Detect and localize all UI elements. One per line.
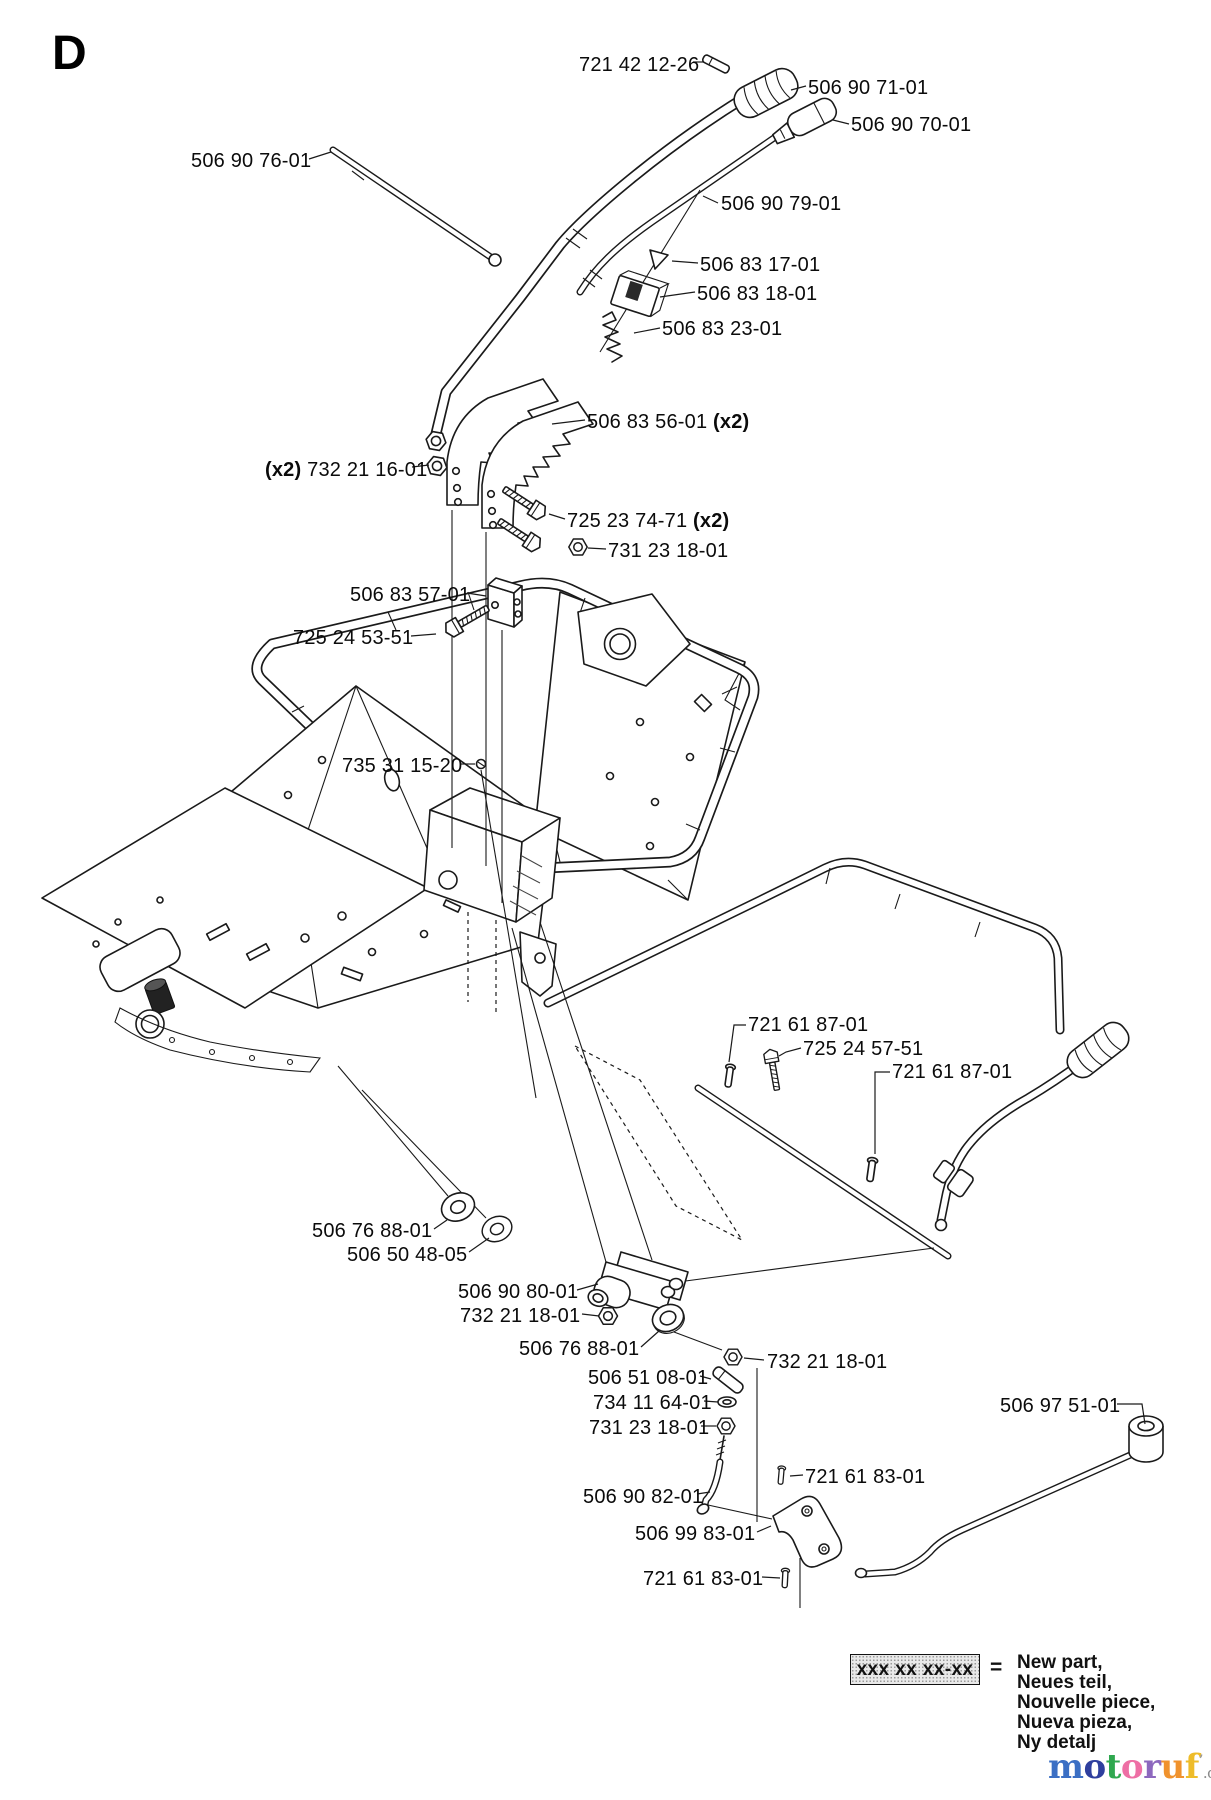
- part-label: 725 23 74-71 (x2): [567, 510, 730, 532]
- part-label: 506 76 88-01: [312, 1220, 433, 1242]
- part-label: 732 21 18-01: [460, 1305, 581, 1327]
- linkage-parts-drawing: [337, 921, 935, 1608]
- part-label: 734 11 64-01: [593, 1392, 712, 1414]
- part-label: 506 90 80-01: [458, 1281, 579, 1303]
- part-label: 731 23 18-01: [589, 1417, 710, 1439]
- part-label: 506 76 88-01: [519, 1338, 640, 1360]
- part-label: 506 99 83-01: [635, 1523, 756, 1545]
- handle-tubes-drawing: [329, 54, 838, 448]
- part-label: 721 61 83-01: [805, 1466, 926, 1488]
- part-label: 506 83 23-01: [662, 318, 783, 340]
- chassis-frame-drawing: [41, 577, 1065, 1073]
- part-label: 721 61 83-01: [643, 1568, 764, 1590]
- part-label: 735 31 15-20: [342, 755, 463, 777]
- part-label: 721 61 87-01: [748, 1014, 869, 1036]
- part-label: 721 61 87-01: [892, 1061, 1013, 1083]
- part-label: 731 23 18-01: [608, 540, 729, 562]
- legend-line: New part,: [1017, 1652, 1103, 1673]
- part-label: 506 90 71-01: [808, 77, 929, 99]
- part-label: 506 90 70-01: [851, 114, 972, 136]
- part-label: 506 83 17-01: [700, 254, 821, 276]
- part-label: 506 97 51-01: [1000, 1395, 1121, 1417]
- legend-line: Nueva pieza,: [1017, 1712, 1133, 1733]
- part-number-pattern: xxx xx xx-xx: [856, 1658, 974, 1680]
- legend-line: Ny detalj: [1017, 1732, 1097, 1753]
- part-label: 506 83 18-01: [697, 283, 818, 305]
- part-label: 506 90 82-01: [583, 1486, 704, 1508]
- legend-line: Neues teil,: [1017, 1672, 1113, 1693]
- part-label: 721 42 12-26: [579, 54, 700, 76]
- part-label: 506 90 79-01: [721, 193, 842, 215]
- legend-line: Nouvelle piece,: [1017, 1692, 1156, 1713]
- logo-mark: ’: [1198, 1753, 1204, 1768]
- motoruf-logo: motoruf’.de: [1048, 1747, 1211, 1787]
- control-rods-drawing: [573, 1021, 1164, 1579]
- part-label: 506 90 76-01: [191, 150, 312, 172]
- part-number-pattern-box: xxx xx xx-xx: [850, 1654, 980, 1685]
- legend-equals: =: [990, 1656, 1003, 1679]
- leader-lines: [308, 61, 1146, 1579]
- part-label: 506 51 08-01: [588, 1367, 709, 1389]
- legend-translations: New part,Neues teil,Nouvelle piece,Nueva…: [1017, 1653, 1155, 1753]
- section-letter: D: [52, 27, 87, 80]
- part-label: 506 83 56-01 (x2): [587, 411, 750, 433]
- part-label: 506 50 48-05: [347, 1244, 468, 1266]
- part-label: 732 21 18-01: [767, 1351, 888, 1373]
- logo-wordmark: motoruf: [1048, 1747, 1199, 1787]
- part-label: 725 24 53-51: [293, 627, 414, 649]
- part-label: 506 83 57-01: [350, 584, 471, 606]
- part-label: (x2) 732 21 16-01: [265, 459, 428, 481]
- logo-domain-suffix: .de: [1202, 1764, 1211, 1782]
- steering-clamp-drawing: [423, 378, 594, 1099]
- part-label: 725 24 57-51: [803, 1038, 924, 1060]
